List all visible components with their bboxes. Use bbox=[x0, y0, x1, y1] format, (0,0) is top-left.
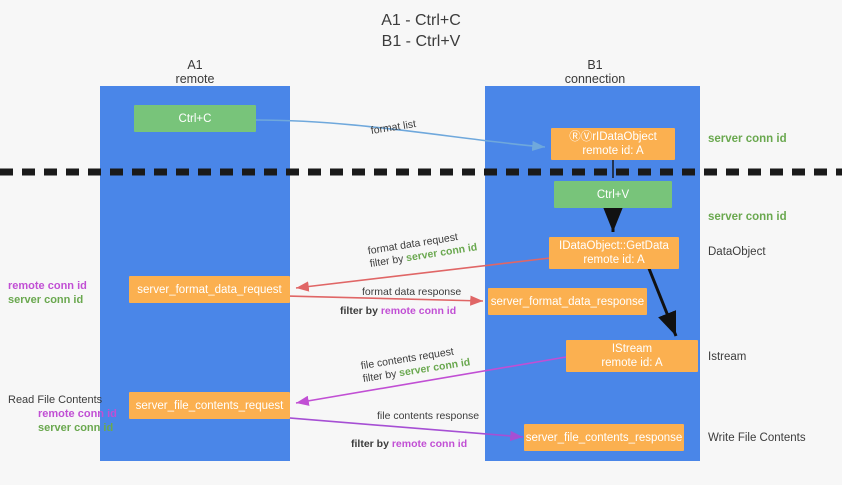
right-label-dataobject: DataObject bbox=[708, 246, 766, 258]
right-label-istream: Istream bbox=[708, 351, 747, 363]
arrow-label-file-contents-response: file contents response filter by remote … bbox=[351, 410, 480, 451]
left-legend-read-file-contents: Read File Contents bbox=[8, 394, 103, 406]
node-ctrl-v[interactable]: Ctrl+V bbox=[554, 181, 672, 208]
lane-header-b1-line1: B1 bbox=[587, 58, 603, 72]
node-server-format-data-response[interactable]: server_format_data_response bbox=[488, 288, 647, 315]
node-ctrl-c[interactable]: Ctrl+C bbox=[134, 105, 256, 132]
arrow-label-format-data-request: format data request filter by server con… bbox=[367, 228, 478, 271]
right-label-server-conn-id-2: server conn id bbox=[708, 211, 787, 223]
left-legend-format-server: server conn id bbox=[8, 294, 84, 306]
right-label-server-conn-id-1: server conn id bbox=[708, 133, 787, 145]
left-legend-format-remote: remote conn id bbox=[8, 280, 87, 292]
right-label-write-file-contents: Write File Contents bbox=[708, 432, 806, 444]
arrow-label-format-data-response: format data response filter by remote co… bbox=[340, 286, 462, 318]
arrow-label-format-list: format list bbox=[369, 118, 417, 138]
lane-header-a1-line2: remote bbox=[175, 72, 215, 86]
node-server-file-contents-request[interactable]: server_file_contents_request bbox=[129, 392, 290, 419]
node-server-format-data-request-label: server_format_data_request bbox=[137, 283, 282, 296]
arrow-label-file-contents-request: file contents request filter by server c… bbox=[360, 343, 471, 386]
lane-header-b1: B1 connection bbox=[520, 58, 670, 86]
left-legend-file-remote: remote conn id bbox=[38, 408, 117, 420]
node-istream[interactable]: IStream remote id: A bbox=[566, 340, 698, 372]
arrow-label-file-contents-response-line1: file contents response bbox=[377, 410, 480, 422]
node-server-file-contents-response[interactable]: server_file_contents_response bbox=[524, 424, 684, 451]
node-getdata-line1: IDataObject::GetData bbox=[559, 240, 669, 252]
node-istream-line2: remote id: A bbox=[601, 357, 663, 369]
node-new-idataobject[interactable]: ⓇⓋrIDataObject remote id: A bbox=[551, 128, 675, 160]
arrow-label-format-data-response-line1: format data response bbox=[362, 286, 462, 298]
node-getdata-line2: remote id: A bbox=[583, 254, 645, 266]
node-getdata[interactable]: IDataObject::GetData remote id: A bbox=[549, 237, 679, 269]
lane-header-a1: A1 remote bbox=[120, 58, 270, 86]
node-new-idataobject-line1: ⓇⓋrIDataObject bbox=[569, 131, 657, 143]
node-server-file-contents-request-label: server_file_contents_request bbox=[135, 399, 284, 412]
title-line-2: B1 - Ctrl+V bbox=[381, 33, 461, 50]
left-legend-file-contents: Read File Contents remote conn id server… bbox=[8, 393, 117, 435]
diagram-title: A1 - Ctrl+C B1 - Ctrl+V bbox=[0, 10, 842, 52]
left-legend-file-server: server conn id bbox=[38, 422, 114, 434]
node-server-format-data-response-label: server_format_data_response bbox=[490, 295, 645, 308]
node-server-file-contents-response-label: server_file_contents_response bbox=[525, 431, 683, 444]
arrow-label-file-contents-response-line2: filter by remote conn id bbox=[351, 438, 468, 450]
lane-header-b1-line2: connection bbox=[564, 72, 626, 86]
lane-header-a1-line1: A1 bbox=[187, 58, 203, 72]
title-line-1: A1 - Ctrl+C bbox=[381, 12, 461, 29]
node-new-idataobject-line2: remote id: A bbox=[582, 145, 644, 157]
node-ctrl-v-label: Ctrl+V bbox=[596, 188, 630, 201]
node-ctrl-c-label: Ctrl+C bbox=[178, 112, 212, 125]
node-istream-line1: IStream bbox=[611, 343, 653, 355]
arrow-label-format-data-response-line2: filter by remote conn id bbox=[340, 305, 457, 317]
left-legend-format: remote conn id server conn id bbox=[8, 279, 87, 307]
node-server-format-data-request[interactable]: server_format_data_request bbox=[129, 276, 290, 303]
